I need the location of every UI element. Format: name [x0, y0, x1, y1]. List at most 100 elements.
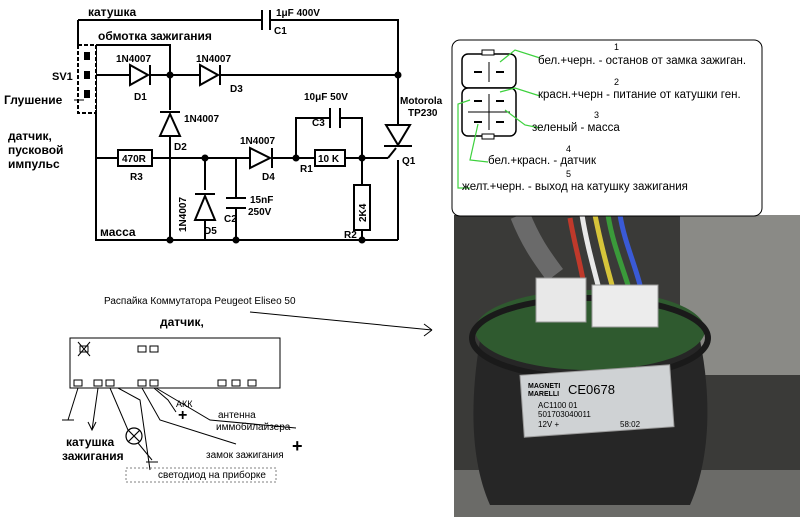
wire-yellow [592, 214, 615, 286]
pad [217, 379, 227, 387]
wire-white [579, 214, 601, 286]
pad [231, 379, 241, 387]
d4-diode [249, 146, 273, 170]
callout-line-2 [499, 87, 541, 97]
c3-loop [295, 117, 363, 240]
junction-dot [201, 154, 209, 162]
board-sensor-label: датчик, [160, 315, 204, 329]
r1-resistor [314, 149, 346, 167]
module-photo: MAGNETI MARELLI CE0678 AC1100 01 5017030… [454, 211, 800, 517]
q1-gate [387, 147, 397, 159]
schematic: катушка обмотка зажигания SV1 Глушение д… [4, 5, 443, 244]
ignition-lead [141, 387, 237, 445]
junction-dot [166, 71, 174, 79]
c2-value: 15nF [250, 195, 273, 206]
pad [247, 379, 257, 387]
part-number: AC1100 01 [538, 401, 578, 410]
pin-number: 1 [614, 42, 619, 52]
r2-value: 2K4 [358, 203, 369, 222]
pinout-card: 1 бел.+черн. - останов от замка зажиган.… [451, 39, 763, 217]
junction-dot [292, 154, 300, 162]
board-title: Распайка Коммутатора Peugeot Eliseo 50 [104, 296, 296, 307]
r3-resistor [117, 149, 153, 167]
c2-value: 250V [248, 207, 272, 218]
pad [73, 379, 83, 387]
connector-key [481, 49, 495, 56]
coil-label: катушка [66, 435, 115, 449]
pin-number: 4 [566, 144, 571, 154]
pin-number: 2 [614, 77, 619, 87]
antenna-label: иммобилайзера [216, 421, 291, 433]
ground-label: масса [100, 225, 136, 239]
r1-value: 10 K [318, 154, 340, 165]
coil-label: катушка [88, 5, 137, 19]
winding-wire [96, 44, 171, 75]
sv1-pin [84, 52, 90, 60]
d4-type: 1N4007 [240, 136, 275, 147]
akk-plus-icon: + [178, 407, 187, 424]
pin-description: желт.+черн. - выход на катушку зажигания [462, 181, 688, 193]
part-number: 12V + [538, 420, 559, 429]
winding-label: обмотка зажигания [98, 29, 212, 43]
ignition-plus-icon: + [292, 436, 303, 456]
d2-diode [158, 111, 182, 137]
sv1-label: SV1 [52, 71, 73, 83]
led-indicator-cross [127, 429, 141, 443]
callout-line-3 [504, 109, 541, 129]
connector-plug [535, 277, 587, 323]
wire-blue [617, 214, 643, 286]
sensor-pad [137, 345, 147, 353]
wire-green [605, 214, 631, 286]
sensor-label: датчик, [8, 129, 52, 143]
sv1-pin [84, 71, 90, 79]
led-label: светодиод на приборке [158, 469, 266, 481]
d4-name: D4 [262, 172, 275, 183]
d1-name: D1 [134, 92, 147, 103]
pin-description: бел.+черн. - останов от замка зажиган. [538, 55, 746, 67]
part-number: 58:02 [620, 420, 641, 429]
r3-name: R3 [130, 172, 143, 183]
brand-text: MAGNETI [528, 383, 560, 390]
c3-capacitor [329, 108, 341, 128]
d1-diode [129, 63, 151, 87]
q1-type: TP230 [408, 108, 438, 119]
junction-dot [166, 236, 174, 244]
c1-name: C1 [274, 26, 287, 37]
board-arrow [249, 311, 433, 331]
module-top [475, 290, 705, 370]
pad [93, 379, 103, 387]
sensor-pad [149, 345, 159, 353]
board-outline [69, 337, 281, 389]
board-pinout: Распайка Коммутатора Peugeot Eliseo 50 д… [62, 296, 433, 483]
board-arrow-head [423, 323, 433, 337]
cable-gray [510, 211, 564, 281]
junction-dot [358, 236, 366, 244]
sensor-label: пусковой [8, 143, 63, 157]
module-label [519, 364, 675, 438]
pin-description: красн.+черн - питание от катушки ген. [538, 89, 741, 101]
connector-plug [591, 284, 659, 328]
kill-label: Глушение [4, 93, 63, 107]
led-lead [109, 387, 129, 431]
unused-pad-cross [77, 341, 91, 357]
c3-name: C3 [312, 118, 325, 129]
akk-lead [153, 387, 177, 413]
part-number: 501703040011 [538, 410, 591, 419]
coil-label: зажигания [62, 449, 124, 463]
d2-name: D2 [174, 142, 187, 153]
c1-capacitor [261, 10, 271, 30]
q1-wire [380, 75, 399, 240]
led-label-box [125, 467, 277, 483]
sensor-label: импульс [8, 157, 60, 171]
brand-text: MARELLI [528, 391, 559, 398]
q1-name: Q1 [402, 156, 416, 167]
junction-dot [358, 154, 366, 162]
pin-description: зеленый - масса [532, 122, 620, 134]
d5-type: 1N4007 [178, 197, 189, 232]
d5-diode [193, 193, 217, 221]
d3-diode [199, 63, 221, 87]
q1-brand: Motorola [400, 96, 443, 107]
led-ground [137, 442, 158, 463]
callout-line-4 [469, 123, 489, 163]
